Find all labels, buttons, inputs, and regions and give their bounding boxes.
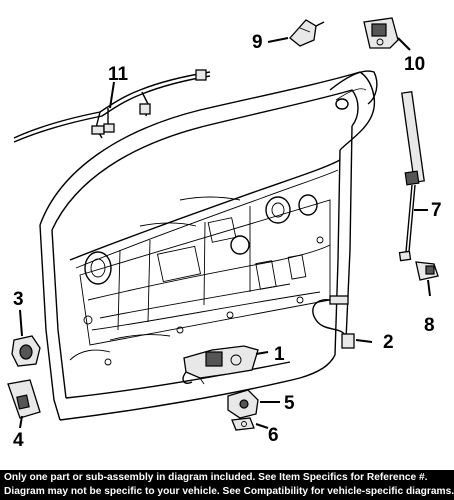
callout-10: 10 — [404, 54, 425, 75]
callout-5: 5 — [284, 393, 295, 414]
disclaimer-line-1: Only one part or sub-assembly in diagram… — [4, 472, 428, 483]
part-7-strut — [398, 91, 425, 262]
callout-9: 9 — [252, 32, 263, 53]
wiring-harness — [13, 69, 211, 143]
part-2 — [312, 295, 355, 349]
part-10 — [363, 17, 399, 49]
parts-diagram: 9 10 11 7 8 2 1 5 6 3 4 — [7, 17, 442, 451]
leader-lines — [19, 37, 431, 429]
part-8 — [415, 261, 439, 281]
callout-2: 2 — [383, 332, 394, 353]
callout-7: 7 — [431, 200, 442, 221]
callout-3: 3 — [13, 289, 24, 310]
liftgate-frame — [39, 70, 378, 421]
callout-8: 8 — [424, 315, 435, 336]
part-4 — [7, 379, 41, 419]
disclaimer-banner: Only one part or sub-assembly in diagram… — [0, 470, 454, 500]
part-9 — [289, 19, 325, 47]
part-1-latch — [182, 345, 259, 385]
part-5-6 — [227, 389, 259, 431]
callout-11: 11 — [108, 64, 129, 85]
part-3 — [11, 335, 41, 367]
callout-4: 4 — [13, 430, 24, 451]
disclaimer-line-2: Diagram may not be specific to your vehi… — [4, 486, 454, 497]
callout-6: 6 — [268, 425, 279, 446]
callout-1: 1 — [274, 344, 285, 365]
